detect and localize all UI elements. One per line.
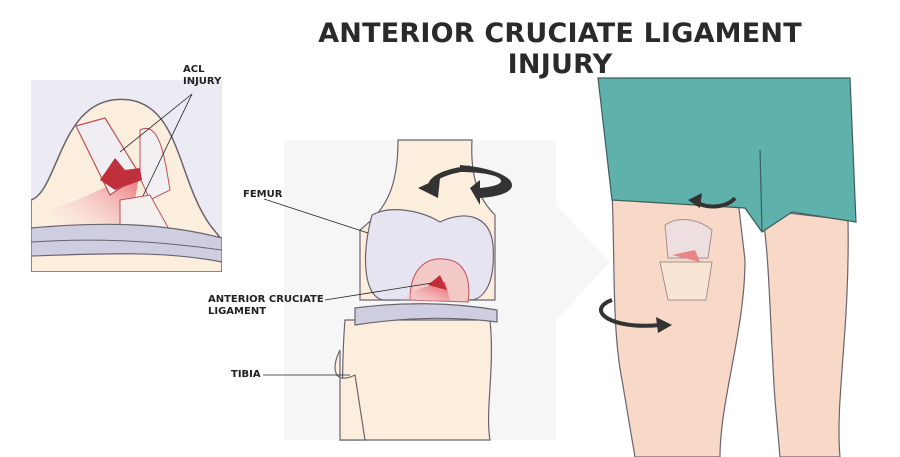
- acl-label-line2: LIGAMENT: [208, 306, 267, 317]
- shorts: [597, 77, 857, 233]
- tibia-label: TIBIA: [231, 369, 261, 380]
- inset-zoom-view: [31, 80, 222, 272]
- acl-injury-label-line1: ACL: [183, 64, 205, 75]
- rotation-arrow-icon: [418, 178, 440, 198]
- rotation-arrow-icon: [688, 193, 702, 208]
- tibia: [339, 319, 493, 441]
- fibula: [334, 349, 366, 441]
- knee-anatomy-panel: [263, 139, 610, 441]
- acl-injury-label-line2: INJURY: [183, 76, 222, 87]
- page-title: ANTERIOR CRUCIATE LIGAMENT INJURY: [318, 18, 802, 80]
- acl-injury-label: ACL INJURY: [183, 64, 221, 88]
- leg-illustration: [597, 77, 857, 457]
- meniscus: [354, 303, 498, 326]
- acl-label: ANTERIOR CRUCIATE LIGAMENT: [208, 294, 324, 318]
- acl-label-line1: ANTERIOR CRUCIATE: [208, 294, 324, 305]
- rotation-arrow-icon: [656, 317, 672, 333]
- femur-label: FEMUR: [243, 189, 283, 200]
